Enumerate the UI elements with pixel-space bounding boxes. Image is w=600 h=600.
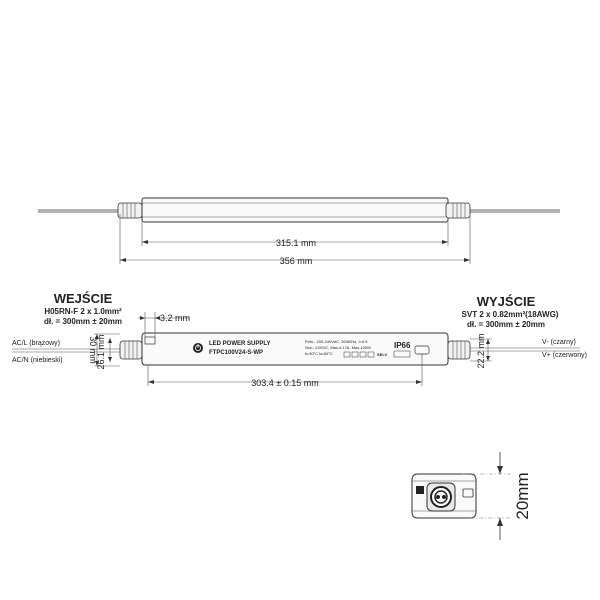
output-spec: WYJŚCIE SVT 2 x 0.82mm²(18AWG) dł. = 300… bbox=[462, 294, 559, 329]
input-length: dł. = 300mm ± 20mm bbox=[44, 317, 122, 326]
certification-marks: SELV bbox=[343, 351, 387, 358]
side-right-strain-relief bbox=[447, 340, 471, 360]
end-nub-left bbox=[416, 486, 424, 494]
dim-inner-label: 315.1 mm bbox=[276, 238, 316, 248]
input-cable: H05RN-F 2 x 1.0mm² bbox=[44, 307, 122, 316]
top-body bbox=[141, 197, 449, 223]
svg-text:AC/L (brązowy): AC/L (brązowy) bbox=[12, 340, 60, 347]
end-view: 20mm bbox=[411, 452, 532, 540]
top-view: 315.1 mm 356 mm bbox=[38, 197, 560, 266]
wire-neg-color: (czarny) bbox=[551, 339, 576, 346]
input-spec: WEJŚCIE H05RN-F 2 x 1.0mm² dł. = 300mm ±… bbox=[44, 291, 122, 326]
dim-length-label: 303.4 ± 0.15 mm bbox=[251, 378, 318, 388]
input-title: WEJŚCIE bbox=[54, 291, 113, 306]
ip-rating: IP66 bbox=[394, 341, 411, 350]
wire-neg-label: V- bbox=[542, 339, 549, 346]
dim-height-26-label: 26.1 mm bbox=[96, 334, 106, 369]
top-right-strain-relief bbox=[445, 202, 471, 219]
top-left-strain-relief bbox=[117, 202, 143, 219]
output-title: WYJŚCIE bbox=[477, 294, 536, 309]
end-tab-right bbox=[462, 488, 474, 498]
wire-n-label: AC/N bbox=[12, 357, 29, 364]
wire-l-label: AC/L bbox=[12, 340, 28, 347]
label-line2: FTPC100V24-S-WP bbox=[209, 350, 263, 356]
svg-text:V- (czarny): V- (czarny) bbox=[542, 339, 576, 346]
dim-height-22-label: 22.2 mm bbox=[476, 333, 486, 368]
side-left-strain-relief bbox=[119, 340, 143, 360]
label-line1: LED POWER SUPPLY bbox=[209, 341, 270, 347]
dim-end-height-label: 20mm bbox=[513, 472, 532, 519]
svg-text:AC/N (niebieski): AC/N (niebieski) bbox=[12, 357, 63, 364]
selv-mark: SELV bbox=[377, 352, 387, 357]
spec-line1: Prim.: 200-240VAC, 50/60Hz, I=0.5 bbox=[305, 339, 368, 344]
output-cable: SVT 2 x 0.82mm²(18AWG) bbox=[462, 310, 559, 319]
mount-tab-left bbox=[144, 336, 156, 345]
spec-line3: tc:80°C ta:50°C bbox=[305, 351, 333, 356]
side-view: AC/L (brązowy) AC/N (niebieski) LED POWE… bbox=[12, 312, 587, 388]
dim-height-30-label: 30 mm bbox=[88, 336, 98, 364]
rating-box bbox=[393, 350, 411, 358]
output-length: dł. = 300mm ± 20mm bbox=[467, 320, 545, 329]
wire-n-color: (niebieski) bbox=[31, 357, 63, 364]
wire-pos-color: (czerwony) bbox=[553, 352, 587, 359]
svg-text:V+ (czerwony): V+ (czerwony) bbox=[542, 352, 587, 359]
dim-outer-label: 356 mm bbox=[280, 256, 313, 266]
spec-line2: Sec.: 24VDC, Max.4.17A, Max.100W bbox=[305, 345, 371, 350]
dim-tab-label: 3.2 mm bbox=[160, 313, 190, 323]
wire-pos-label: V+ bbox=[542, 352, 551, 359]
wire-l-color: (brązowy) bbox=[29, 340, 60, 347]
